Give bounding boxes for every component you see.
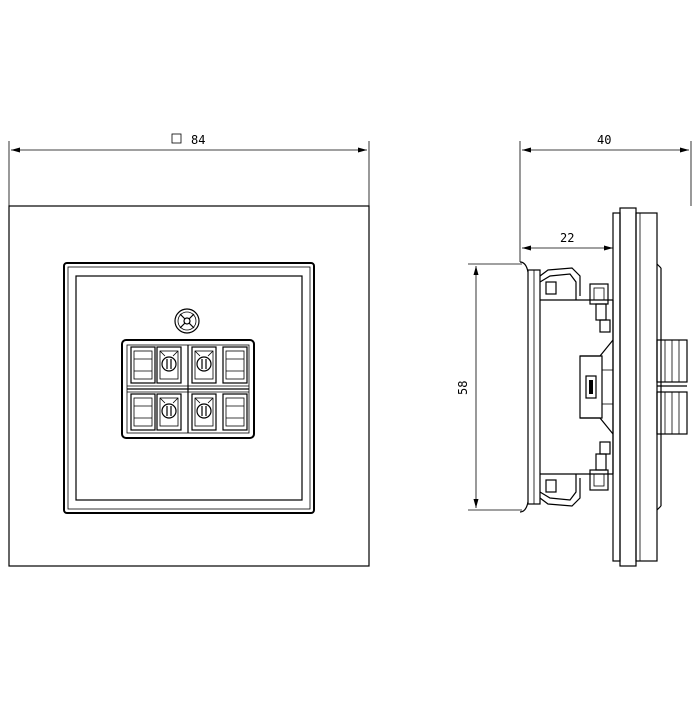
terminal-cell <box>130 393 156 431</box>
screw-icon <box>196 356 212 372</box>
dimension-side-depth-inner: 22 <box>522 231 613 251</box>
screw-icon <box>196 403 212 419</box>
indicator-icon <box>174 308 200 334</box>
screw-icon <box>161 403 177 419</box>
dimension-height: 58 <box>456 263 522 511</box>
insert-body <box>519 261 614 513</box>
screw-icon <box>161 356 177 372</box>
terminal-cell <box>156 346 182 384</box>
inner-frame-outer-edge <box>63 262 315 514</box>
terminal-cell <box>156 393 182 431</box>
dimension-front-width-label: 84 <box>191 133 205 147</box>
terminal-cell <box>222 346 248 384</box>
inner-frame-inner-edge <box>67 266 311 510</box>
side-view: 40 22 58 <box>456 133 692 567</box>
cover-plate <box>75 275 303 501</box>
terminal-block <box>121 339 255 439</box>
dimension-side-depth-total: 40 <box>519 133 692 262</box>
front-plate-side <box>612 207 662 567</box>
terminal-cell <box>130 346 156 384</box>
dimension-side-depth-total-label: 40 <box>597 133 611 147</box>
terminal-cell <box>222 393 248 431</box>
dimension-front-width: 84 <box>8 133 370 206</box>
terminal-cells <box>130 346 248 431</box>
front-view: 84 <box>8 133 370 567</box>
dimension-height-label: 58 <box>456 381 470 395</box>
terminal-cell <box>191 346 217 384</box>
terminal-cell <box>191 393 217 431</box>
dimension-side-depth-inner-label: 22 <box>560 231 574 245</box>
outer-frame <box>8 205 370 567</box>
connector-pins <box>656 339 688 435</box>
square-symbol <box>171 133 182 144</box>
